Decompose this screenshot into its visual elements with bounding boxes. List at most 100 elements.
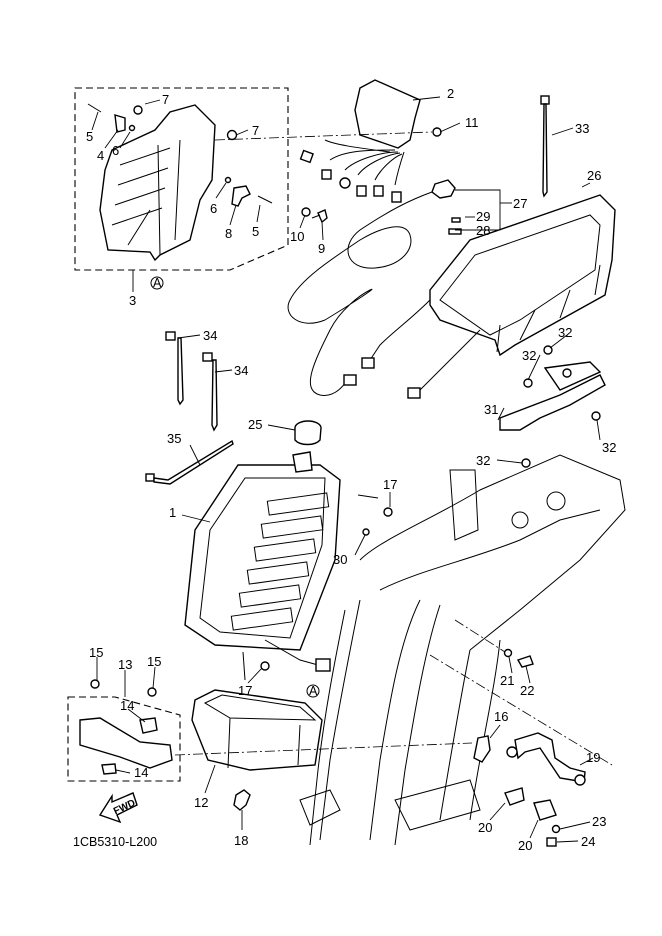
callout-5b: 5	[252, 224, 259, 239]
side-cover-part	[99, 104, 216, 262]
bolt-15b	[147, 687, 157, 697]
callout-labels: 2 11 7 5 4 6 7 6 8 5 10 9 3 33 26 27 29 …	[73, 86, 616, 853]
callout-19: 19	[586, 750, 600, 765]
callout-7a: 7	[162, 92, 169, 107]
sensor-lead-27	[287, 179, 456, 396]
rectifier-regulator-part	[299, 79, 421, 203]
callout-6b: 6	[210, 201, 217, 216]
callout-21: 21	[500, 673, 514, 688]
assembly-group-box-13	[67, 696, 181, 782]
callout-17b: 17	[238, 683, 252, 698]
callout-6a: 6	[112, 143, 119, 158]
callout-3: 3	[129, 293, 136, 308]
callout-16: 16	[494, 709, 508, 724]
callout-34a: 34	[203, 328, 217, 343]
callout-31: 31	[484, 402, 498, 417]
callout-13: 13	[118, 657, 132, 672]
callout-20a: 20	[478, 820, 492, 835]
clip-29	[451, 217, 461, 223]
callout-4: 4	[97, 148, 104, 163]
callout-29: 29	[476, 209, 490, 224]
washer-21	[503, 648, 513, 658]
callout-24: 24	[581, 834, 595, 849]
callout-25: 25	[248, 417, 262, 432]
reference-code: 1CB5310-L200	[73, 835, 157, 849]
ecu-1	[184, 451, 341, 672]
callout-35: 35	[167, 431, 181, 446]
washer-10	[301, 207, 311, 217]
pad-14b	[101, 763, 117, 775]
module-box-26	[361, 194, 616, 399]
callout-26: 26	[587, 168, 601, 183]
callout-11: 11	[465, 115, 479, 130]
bracket-19	[506, 732, 586, 786]
callout-15b: 15	[147, 654, 161, 669]
callout-18: 18	[234, 833, 248, 848]
bracket-13	[79, 717, 173, 769]
callout-15a: 15	[89, 645, 103, 660]
bolt-9	[311, 209, 328, 224]
nut-23	[551, 824, 561, 834]
bolt-32c	[591, 411, 601, 421]
bolt-32a	[523, 378, 533, 388]
grommet-7b	[226, 129, 238, 141]
fwd-arrow-icon: FWD	[98, 792, 138, 824]
assembly-group-box-3	[74, 87, 289, 271]
tray-12	[191, 689, 323, 771]
callout-32a: 32	[522, 348, 536, 363]
callout-10: 10	[290, 229, 304, 244]
screw-5b	[257, 195, 273, 204]
bracket-31	[499, 361, 606, 431]
connection-marker-a-bottom: A	[306, 684, 320, 698]
frame	[299, 454, 626, 846]
pad-28	[448, 228, 462, 235]
plate-16	[473, 735, 491, 763]
bolt-17a	[357, 494, 393, 517]
callout-33: 33	[575, 121, 589, 136]
cable-tie-33	[540, 95, 550, 198]
callout-27: 27	[513, 196, 527, 211]
bracket-4	[114, 114, 126, 133]
clip-20a	[504, 787, 525, 806]
clip-8	[231, 185, 251, 207]
cable-tie-34a	[165, 331, 184, 406]
callout-22: 22	[520, 683, 534, 698]
cable-tie-34b	[202, 352, 218, 432]
bolt-32d	[521, 458, 531, 468]
callout-9: 9	[318, 241, 325, 256]
connection-marker-a-top: A	[150, 276, 164, 290]
grommet-7a	[133, 105, 143, 115]
clip-20b	[533, 799, 557, 821]
callout-8: 8	[225, 226, 232, 241]
callout-17a: 17	[383, 477, 397, 492]
callout-23: 23	[592, 814, 606, 829]
callout-34b: 34	[234, 363, 248, 378]
leader-lines	[91, 96, 601, 843]
bolt-17b	[242, 651, 270, 681]
collar-6b	[224, 176, 232, 184]
cap-25	[294, 420, 322, 446]
callout-32c: 32	[602, 440, 616, 455]
screw-5a	[87, 103, 102, 113]
callout-20b: 20	[518, 838, 532, 853]
bolt-11	[432, 127, 442, 137]
svg-text:A: A	[309, 684, 318, 698]
svg-text:A: A	[153, 276, 162, 290]
bolt-15a	[90, 679, 100, 689]
callout-30: 30	[333, 552, 347, 567]
callout-14b: 14	[134, 765, 148, 780]
screw-22	[516, 655, 534, 668]
callout-32b: 32	[558, 325, 572, 340]
cap-24	[546, 837, 557, 847]
connector-27-end	[343, 374, 357, 386]
collar-6a	[128, 124, 136, 132]
callout-5a: 5	[86, 129, 93, 144]
callout-7b: 7	[252, 123, 259, 138]
callout-2: 2	[447, 86, 454, 101]
nut-30	[362, 528, 370, 536]
callout-14a: 14	[120, 698, 134, 713]
callout-28: 28	[476, 223, 490, 238]
callout-1: 1	[169, 505, 176, 520]
callout-32d: 32	[476, 453, 490, 468]
clamp-18	[233, 789, 251, 811]
